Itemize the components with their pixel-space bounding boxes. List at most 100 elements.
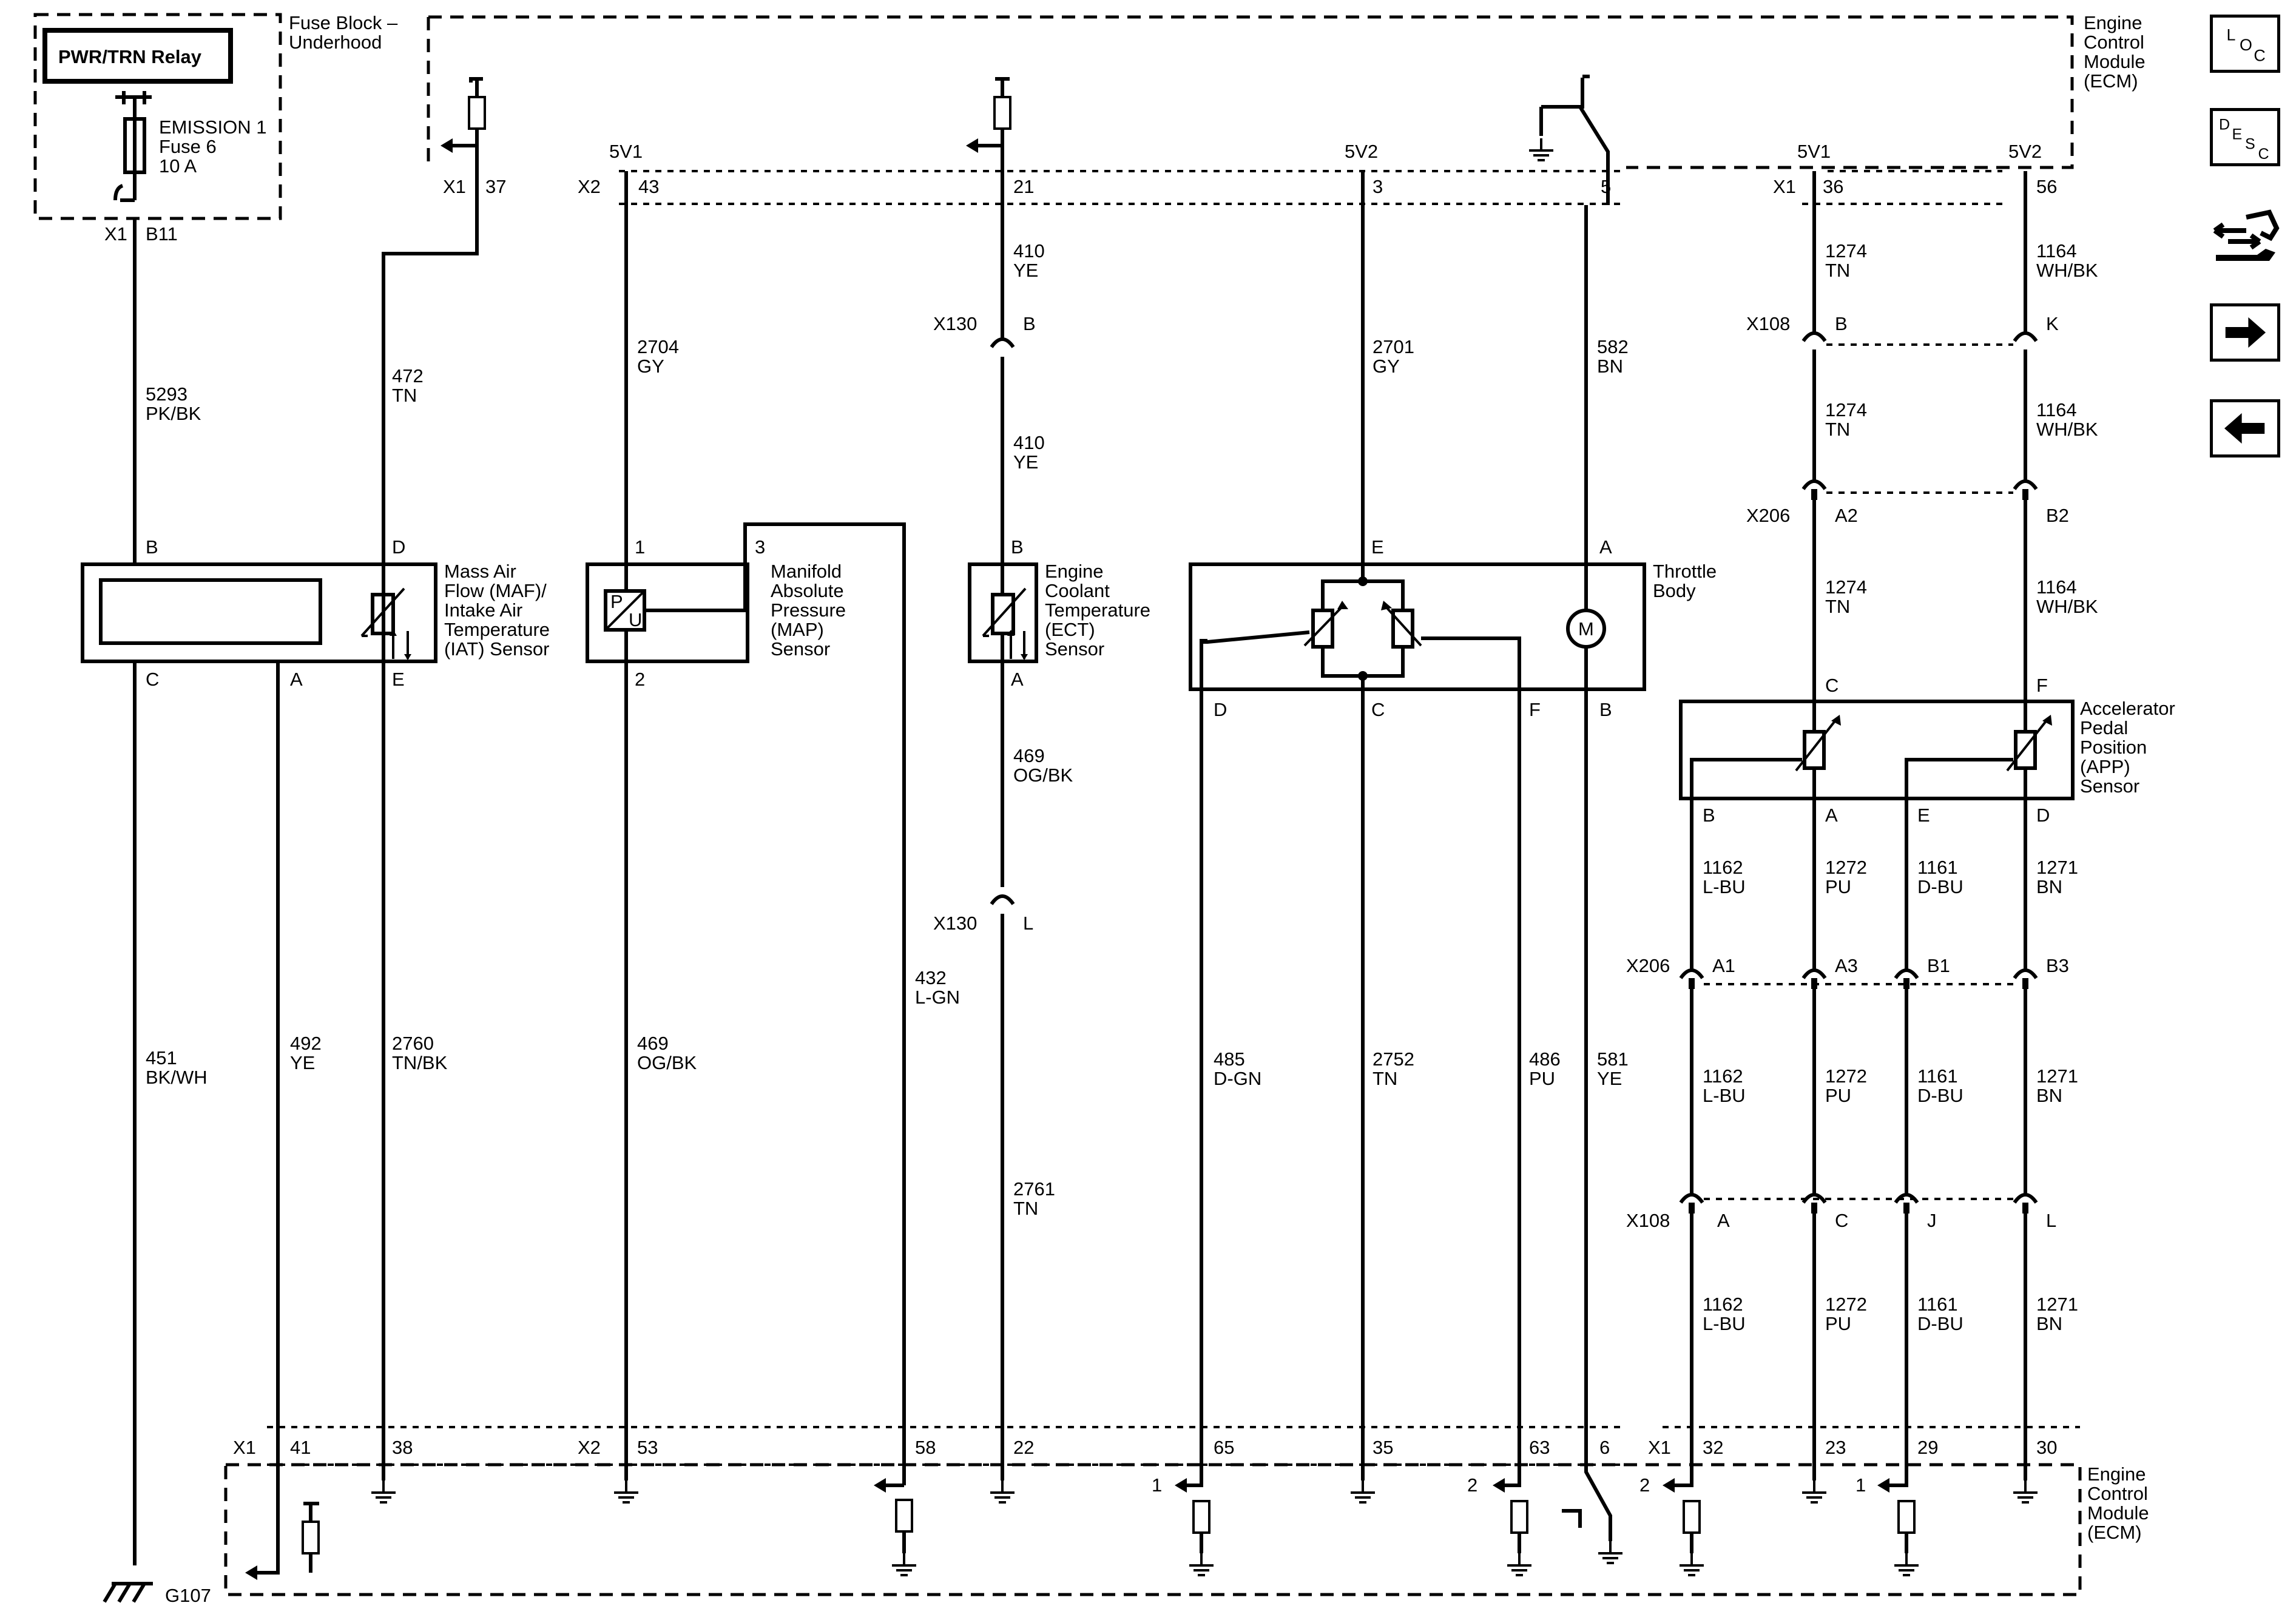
motor-m-glyph: M xyxy=(1578,618,1594,640)
connector-label: X2 xyxy=(578,1437,601,1458)
pin-label: A xyxy=(1011,669,1024,690)
map-sensor xyxy=(586,562,749,663)
wire-number: 1272 xyxy=(1825,857,1867,878)
wire-number: 485 xyxy=(1214,1048,1245,1070)
wire-color: D-BU xyxy=(1917,1313,1963,1334)
wire-number: 492 xyxy=(290,1033,322,1054)
pin-label: 23 xyxy=(1825,1437,1846,1458)
pin-label: 35 xyxy=(1373,1437,1393,1458)
pin-label: D xyxy=(1214,699,1227,720)
wire-number: 1164 xyxy=(2036,240,2077,262)
wire-number: 1164 xyxy=(2036,576,2077,598)
wire-number: 1271 xyxy=(2036,1294,2078,1315)
connector-label: X108 xyxy=(1626,1210,1670,1231)
wire-color: GY xyxy=(1373,356,1400,377)
pin-label: B2 xyxy=(2046,505,2069,526)
wire-color: PU xyxy=(1825,1085,1851,1106)
pin-label: B1 xyxy=(1927,955,1950,976)
wire-432 xyxy=(743,522,906,1485)
connector-repair-button[interactable] xyxy=(2210,206,2280,265)
ecm-top-label-3: Module xyxy=(2084,51,2146,72)
pin-label: B11 xyxy=(146,223,178,245)
app-lower-wires xyxy=(1663,798,2039,1576)
component-label: (APP) xyxy=(2080,756,2130,777)
wire-number: 486 xyxy=(1529,1048,1561,1070)
connector-label: X1 xyxy=(1773,176,1796,197)
pin-label: E xyxy=(1371,536,1384,558)
component-label: Sensor xyxy=(771,638,830,660)
pin-label: C xyxy=(146,669,159,690)
desc-letter-s: S xyxy=(2245,136,2255,153)
wire-color: WH/BK xyxy=(2036,596,2098,617)
description-button[interactable]: D E S C xyxy=(2210,108,2280,166)
wire-number: 410 xyxy=(1013,240,1045,262)
wire-number: 1274 xyxy=(1825,399,1867,420)
pin-label: 1 xyxy=(1855,1474,1866,1496)
wire-number: 1161 xyxy=(1917,1294,1958,1315)
fuse-label-3: 10 A xyxy=(159,155,197,177)
wire-color: D-BU xyxy=(1917,876,1963,897)
pin-label: 29 xyxy=(1917,1437,1938,1458)
pin-label: A2 xyxy=(1835,505,1858,526)
wire-number: 581 xyxy=(1597,1048,1629,1070)
ref-label: 5V1 xyxy=(1797,141,1831,162)
wire-color: D-BU xyxy=(1917,1085,1963,1106)
maf-iat-sensor xyxy=(81,562,437,663)
pin-label: B xyxy=(1599,699,1612,720)
component-label: Pedal xyxy=(2080,717,2128,738)
desc-letter-c: C xyxy=(2258,146,2269,163)
pin-label: 30 xyxy=(2036,1437,2057,1458)
component-label: Absolute xyxy=(771,580,844,601)
ecm-bottom-label-2: Control xyxy=(2087,1483,2148,1504)
connector-wrench-icon xyxy=(2213,209,2280,261)
previous-page-button[interactable] xyxy=(2210,399,2280,457)
wire-number: 432 xyxy=(915,967,947,988)
pin-label: 1 xyxy=(1152,1474,1162,1496)
pin-label: C xyxy=(1825,675,1838,696)
pin-label: D xyxy=(392,536,405,558)
connector-label: X1 xyxy=(233,1437,256,1458)
relay-label: PWR/TRN Relay xyxy=(58,46,202,67)
wire-number: 2760 xyxy=(392,1033,434,1054)
pin-label: 37 xyxy=(485,176,506,197)
pin-label: 65 xyxy=(1214,1437,1234,1458)
wire-number: 1271 xyxy=(2036,1065,2078,1087)
wire-number: 1162 xyxy=(1703,1294,1743,1315)
pin-label: 3 xyxy=(755,536,765,558)
location-button[interactable]: L O C xyxy=(2210,15,2280,73)
connector-label: X206 xyxy=(1746,505,1790,526)
ref-label: 5V2 xyxy=(1345,141,1378,162)
wire-color: YE xyxy=(1597,1068,1622,1089)
pin-label: 53 xyxy=(637,1437,658,1458)
ref-label: 5V1 xyxy=(609,141,643,162)
pin-label: A3 xyxy=(1835,955,1858,976)
ground-g107-icon xyxy=(103,1582,153,1603)
pin-label: 6 xyxy=(1599,1437,1610,1458)
loc-letter-l: L xyxy=(2227,26,2236,44)
wire-color: YE xyxy=(290,1052,315,1073)
wire-number: 1272 xyxy=(1825,1294,1867,1315)
wire-number: 1274 xyxy=(1825,576,1867,598)
component-label: Coolant xyxy=(1045,580,1110,601)
wire-color: TN/BK xyxy=(392,1052,448,1073)
component-label: (IAT) Sensor xyxy=(444,638,549,660)
wire-number: 1164 xyxy=(2036,399,2077,420)
pin-label: 38 xyxy=(392,1437,413,1458)
component-label: Temperature xyxy=(444,619,550,640)
description-icon: D E S C xyxy=(2219,116,2269,163)
wire-color: PK/BK xyxy=(146,403,201,424)
connector-label: X1 xyxy=(443,176,466,197)
next-page-button[interactable] xyxy=(2210,303,2280,362)
loc-letter-o: O xyxy=(2240,36,2252,54)
relay-box xyxy=(42,28,233,84)
wire-color: L-BU xyxy=(1703,1313,1746,1334)
wire-color: L-BU xyxy=(1703,1085,1746,1106)
component-label: Pressure xyxy=(771,599,846,621)
wire-number: 451 xyxy=(146,1047,177,1068)
wire-color: TN xyxy=(1373,1068,1397,1089)
component-label: Position xyxy=(2080,737,2147,758)
wire-color: BN xyxy=(1597,356,1623,377)
pin-label: B3 xyxy=(2046,955,2069,976)
arrow-left-icon xyxy=(2224,413,2265,444)
